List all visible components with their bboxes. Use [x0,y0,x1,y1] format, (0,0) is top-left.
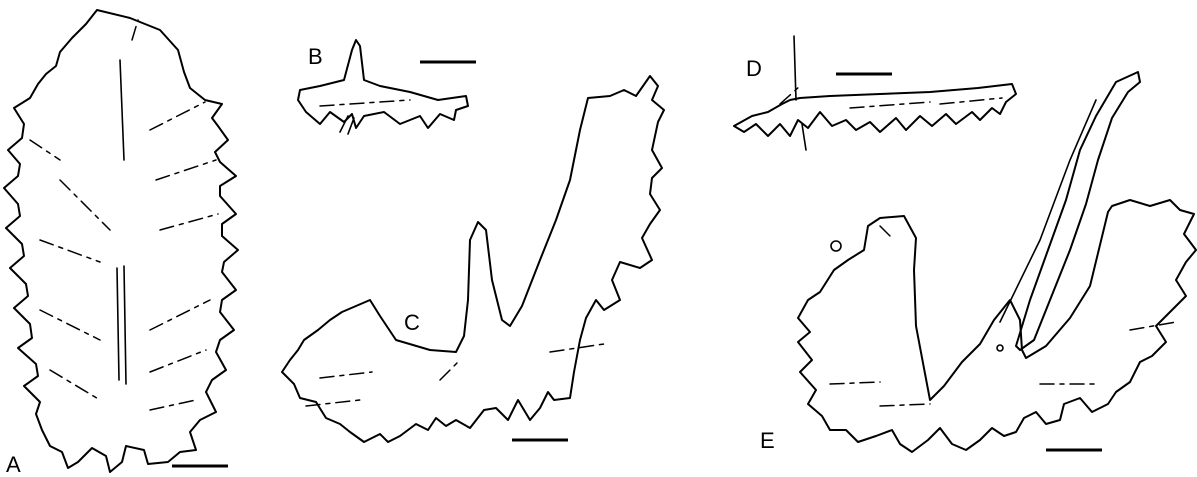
panel-e-small-lobe [830,240,842,252]
panel-label-a: A [6,452,21,477]
panel-label-d: D [746,56,762,81]
panel-b-outline [297,39,469,129]
panel-d-vein-3 [939,97,1003,105]
panel-label-e: E [760,428,775,453]
panel-b [297,39,469,135]
panel-c-outline [281,75,665,443]
panel-a-vein-top-dash [131,19,139,41]
panel-e [797,71,1197,453]
panel-a-outline [3,9,239,473]
panel-e-vein-2 [879,403,931,407]
panel-e-vein-1 [829,381,881,385]
panel-d-stem-lower [801,123,807,151]
panel-label-c: C [404,310,420,335]
panel-e-vein-5 [879,225,893,239]
panel-c [281,75,665,443]
panel-a-vein-l3 [39,309,101,341]
panel-a-vein-l5 [29,139,61,161]
panel-a-midrib-lower-1 [116,267,120,381]
panel-a-midrib-lower-2 [123,265,127,385]
panel-e-pore [996,344,1004,352]
panel-c-vein-1 [319,371,373,379]
panel-a-vein-l1 [59,179,111,231]
panel-d [733,35,1017,151]
panel-label-b: B [308,44,323,69]
panel-a-vein-l2 [39,239,101,263]
panel-d-outline [733,83,1017,137]
panel-e-branch-edge [999,99,1097,323]
panel-b-vein-1 [319,99,411,107]
panel-d-vein-1 [779,85,801,105]
panel-e-vein-4 [1129,321,1177,331]
panel-e-outline [797,199,1197,453]
panel-a-vein-r1 [149,101,206,131]
panel-e-branch [1015,71,1141,351]
panel-a-vein-r6 [149,399,197,411]
panel-b-vein-2 [339,115,349,133]
panel-d-vein-2 [849,101,931,109]
panel-c-vein-4 [439,359,461,381]
panel-a-vein-r2 [155,159,217,181]
panel-b-vein-3 [347,117,355,135]
panel-a-vein-r5 [149,349,207,373]
panel-a-midrib-upper [119,59,125,161]
panel-a-vein-l4 [49,369,101,401]
panel-a-vein-r3 [159,213,219,231]
panel-c-vein-2 [305,399,361,407]
panel-a [3,9,239,473]
panel-a-vein-r4 [149,299,211,331]
panel-c-vein-3 [549,343,605,353]
